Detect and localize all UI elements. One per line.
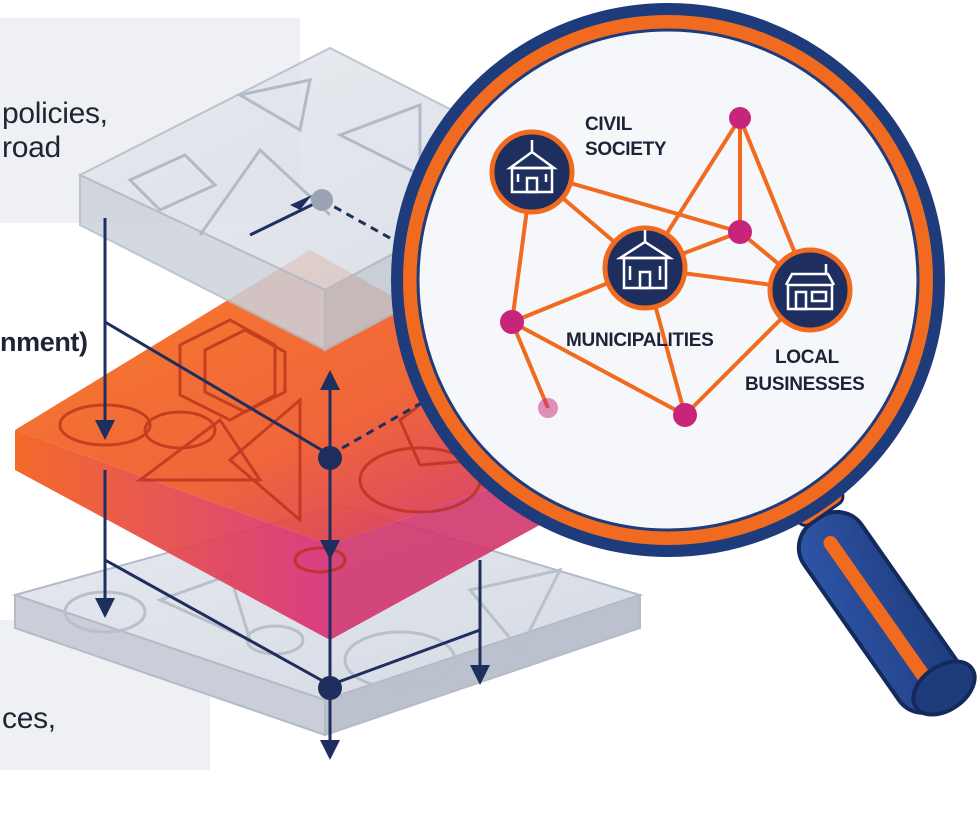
magnifier: CIVIL SOCIETY MUNICIPALITIES LOCAL BUSIN… <box>391 3 977 717</box>
stakeholder-network: CIVIL SOCIETY MUNICIPALITIES LOCAL BUSIN… <box>489 107 865 427</box>
municipalities-label: MUNICIPALITIES <box>566 330 713 351</box>
storefront-icon <box>767 247 853 333</box>
middle-layer-label: nment) <box>0 327 88 357</box>
local-label-line1: LOCAL <box>775 347 840 368</box>
civil-label-line1: CIVIL <box>585 114 633 135</box>
network-nodes <box>500 107 752 427</box>
top-text-line1: policies, <box>2 97 108 130</box>
bottom-text: ces, <box>2 702 56 735</box>
top-text-line2: road <box>2 131 61 164</box>
civil-label-line2: SOCIETY <box>585 139 667 160</box>
town-hall-icon <box>602 225 688 311</box>
local-label-line2: BUSINESSES <box>745 374 864 395</box>
school-icon <box>489 129 575 215</box>
